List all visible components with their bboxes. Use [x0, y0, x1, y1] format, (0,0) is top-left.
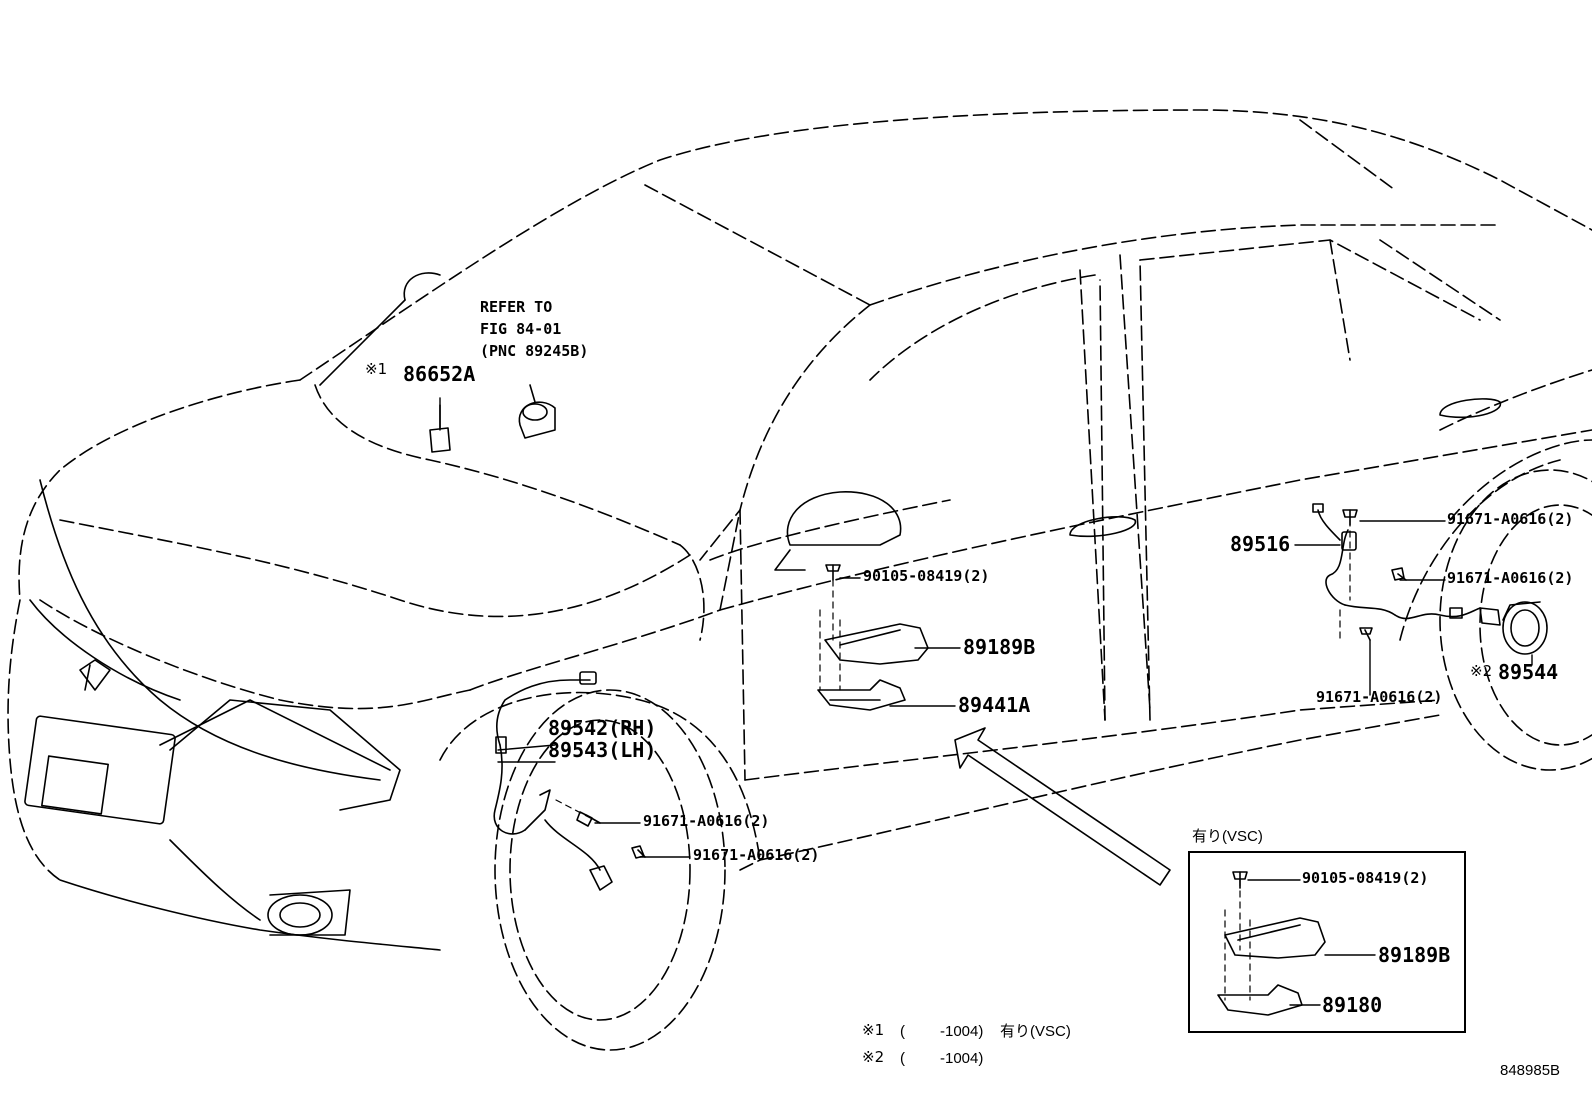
pointer-arrow	[954, 727, 1171, 886]
refer-to-line-3: (PNC 89245B)	[480, 342, 589, 360]
footnote-1-text: 有り(VSC)	[1000, 1023, 1071, 1040]
footnote-2-mark: ※2	[862, 1048, 885, 1066]
part-90105-label: 90105-08419(2)	[863, 567, 990, 585]
inset-part-89180-label: 89180	[1322, 993, 1383, 1017]
hood-outline	[7, 304, 1592, 881]
footnote-1-mark: ※1	[862, 1021, 885, 1039]
side-body-outline	[719, 239, 1592, 871]
part-91671-rear-upper-label: 91671-A0616(2)	[1447, 510, 1574, 528]
part-86652a-label: 86652A	[403, 362, 476, 386]
fastener-guides	[555, 519, 1351, 1001]
part-89516-label: 89516	[1230, 532, 1291, 556]
figure-id: 848985B	[1500, 1062, 1561, 1079]
part-91671-front-upper-label: 91671-A0616(2)	[643, 812, 770, 830]
part-89544-label: 89544	[1498, 660, 1559, 684]
bracket-assembly	[817, 623, 929, 711]
roof-outline	[299, 109, 1592, 381]
front-face-details	[24, 479, 441, 951]
front-wheel	[439, 689, 761, 1051]
inset-part-89189b-label: 89189B	[1378, 943, 1451, 967]
bolts	[576, 509, 1407, 889]
part-91671-rear-middle-label: 91671-A0616(2)	[1447, 569, 1574, 587]
windshield-parts	[429, 384, 556, 453]
refer-to-line-1: REFER TO	[480, 298, 553, 316]
inset-part-90105-label: 90105-08419(2)	[1302, 869, 1429, 887]
footnote-2-open: (	[900, 1050, 905, 1067]
rear-cap	[1502, 601, 1548, 655]
footnote-1-open: (	[900, 1023, 905, 1040]
rear-speed-sensor-harness	[1312, 503, 1501, 626]
part-89542-label: 89542(RH)	[548, 716, 657, 740]
part-89441a-label: 89441A	[958, 693, 1031, 717]
refer-to-line-2: FIG 84-01	[480, 320, 562, 338]
leader-lines	[439, 397, 1533, 1006]
front-speed-sensor-harness	[493, 671, 613, 891]
part-89543-label: 89543(LH)	[548, 738, 657, 762]
rear-wheel	[1399, 459, 1592, 771]
mirror-and-handles	[319, 272, 1502, 571]
footnote-1-range: -1004)	[940, 1023, 984, 1040]
part-89189b-label: 89189B	[963, 635, 1036, 659]
inset-title: 有り(VSC)	[1192, 828, 1263, 845]
note-mark-1: ※1	[365, 360, 388, 378]
inset-bracket	[1217, 917, 1326, 1016]
part-91671-rear-lower-label: 91671-A0616(2)	[1316, 688, 1443, 706]
footnote-2-range: -1004)	[940, 1050, 984, 1067]
note-mark-2: ※2	[1470, 662, 1493, 680]
part-91671-front-lower-label: 91671-A0616(2)	[693, 846, 820, 864]
inset-box	[1188, 851, 1466, 1033]
